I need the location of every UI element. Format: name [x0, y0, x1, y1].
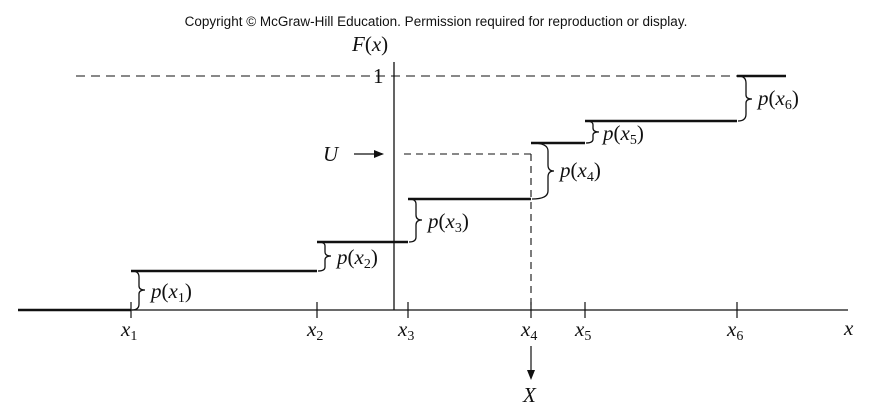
jump-label-6-close: ) [792, 86, 799, 110]
level-one-label: 1 [373, 64, 384, 88]
jump-label-1-fn: p [149, 279, 162, 303]
x-axis-label: x [843, 316, 854, 340]
x-label-3: x3 [397, 317, 414, 344]
u-label: U [323, 142, 340, 166]
jump-label-5-close: ) [637, 121, 644, 145]
jump-label-4-var: x [577, 158, 588, 182]
jump-label-2-open: ( [348, 245, 355, 269]
jump-label-5-sub: 5 [630, 133, 637, 148]
jump-label-2-sub: 2 [364, 257, 371, 272]
jump-label-2-close: ) [371, 245, 378, 269]
x-label-5: x5 [574, 317, 591, 344]
y-paren-close: ) [381, 32, 388, 56]
result-label: X [522, 383, 537, 407]
x-label-2-name: x [306, 317, 317, 341]
y-paren-open: ( [365, 32, 372, 56]
jump-label-5-open: ( [614, 121, 621, 145]
x-arrow-head [527, 370, 535, 380]
x-ticks [130, 302, 738, 318]
jump-braces [131, 75, 753, 311]
jump-label-6-fn: p [756, 86, 769, 110]
u-arrow-head [374, 150, 384, 158]
jump-label-4: p(x4) [558, 158, 601, 185]
jump-label-3-var: x [445, 209, 456, 233]
x-label-1-name: x [120, 317, 131, 341]
x-label-6-sub: 6 [736, 329, 743, 344]
jump-label-2-fn: p [335, 245, 348, 269]
brace-3 [408, 198, 423, 243]
jump-label-6-open: ( [769, 86, 776, 110]
x-label-6-name: x [726, 317, 737, 341]
x-label-1: x1 [120, 317, 137, 344]
x-label-4: x4 [520, 317, 537, 344]
jump-label-3-close: ) [462, 209, 469, 233]
x-label-5-name: x [574, 317, 585, 341]
x-label-2: x2 [306, 317, 323, 344]
jump-label-6-sub: 6 [785, 98, 792, 113]
x-label-4-name: x [520, 317, 531, 341]
jump-label-3-open: ( [439, 209, 446, 233]
x-label-6: x6 [726, 317, 743, 344]
x-label-3-name: x [397, 317, 408, 341]
brace-6 [737, 75, 753, 122]
jump-label-1-var: x [168, 279, 179, 303]
y-axis-label: F(x) [351, 32, 388, 56]
copyright-notice: Copyright © McGraw-Hill Education. Permi… [184, 14, 688, 29]
jump-label-1-close: ) [185, 279, 192, 303]
jump-label-5: p(x5) [601, 121, 644, 148]
jump-label-2-var: x [354, 245, 365, 269]
x-label-4-sub: 4 [530, 329, 537, 344]
jump-label-4-close: ) [594, 158, 601, 182]
jump-label-4-fn: p [558, 158, 571, 182]
jump-label-6: p(x6) [756, 86, 799, 113]
jump-label-6-var: x [775, 86, 786, 110]
jump-label-4-open: ( [571, 158, 578, 182]
jump-label-5-fn: p [601, 121, 614, 145]
x-label-2-sub: 2 [316, 329, 323, 344]
brace-4 [531, 142, 555, 200]
brace-2 [317, 241, 332, 272]
x-label-3-sub: 3 [407, 329, 414, 344]
brace-5 [585, 120, 600, 144]
y-axis-label-arg: x [371, 32, 382, 56]
jump-label-5-var: x [620, 121, 631, 145]
jump-label-1-open: ( [162, 279, 169, 303]
step-segments [18, 74, 786, 312]
jump-label-1-sub: 1 [178, 291, 185, 306]
jump-label-1: p(x1) [149, 279, 192, 306]
jump-label-4-sub: 4 [587, 170, 594, 185]
brace-1 [131, 270, 146, 311]
jump-label-3-sub: 3 [455, 221, 462, 236]
jump-label-2: p(x2) [335, 245, 378, 272]
x-label-5-sub: 5 [584, 329, 591, 344]
jump-label-3: p(x3) [426, 209, 469, 236]
jump-label-3-fn: p [426, 209, 439, 233]
x-label-1-sub: 1 [130, 329, 137, 344]
y-axis-label-fn: F [351, 32, 365, 56]
